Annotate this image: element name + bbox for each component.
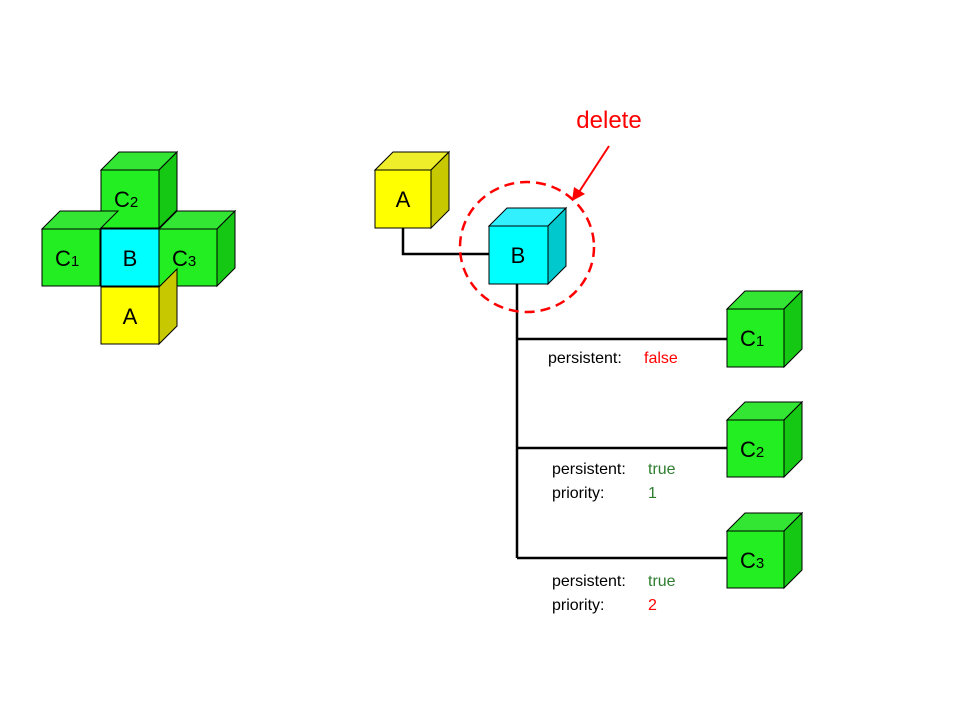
cluster-c1-label: C1 [55, 246, 79, 271]
delete-arrow [578, 145, 610, 193]
c3-priority-key: priority: [552, 597, 604, 614]
cluster-c3-label: C3 [172, 246, 196, 271]
c1-persistent-key: persistent: [548, 350, 622, 367]
c2-persistent-value: true [648, 461, 676, 478]
tree-node-c1: C1 [725, 289, 804, 369]
tree-connectors [401, 228, 727, 560]
tree-node-c3: C3 [725, 511, 804, 590]
cube-cluster: C2 C1 C3 A B [40, 150, 237, 346]
c3-persistent-value: true [648, 573, 676, 590]
c2-priority-value: 1 [648, 485, 657, 502]
cluster-b-label: B [123, 246, 138, 271]
tree-c1-label: C1 [740, 326, 764, 351]
tree-c2-label: C2 [740, 437, 764, 462]
tree-b-label: B [511, 243, 526, 268]
c2-priority-key: priority: [552, 485, 604, 502]
delete-arrowhead [572, 187, 585, 201]
c1-persistent-value: false [644, 350, 678, 367]
delete-circle [458, 180, 596, 314]
tree-a-label: A [396, 187, 411, 212]
c3-persistent-key: persistent: [552, 573, 626, 590]
connector-a-b [401, 228, 489, 256]
c3-properties: persistent: true priority: 2 [552, 573, 676, 614]
cluster-cube-c3: C3 [157, 209, 237, 288]
cluster-cube-c1: C1 [40, 210, 120, 287]
tree-node-c2: C2 [725, 400, 804, 479]
cluster-a-label: A [123, 304, 138, 329]
tree-c3-label: C3 [740, 548, 764, 573]
cluster-cube-a: A [100, 267, 178, 346]
c1-properties: persistent: false [548, 350, 678, 367]
delete-label: delete [576, 107, 641, 134]
cluster-c2-label: C2 [114, 187, 138, 212]
c2-properties: persistent: true priority: 1 [552, 461, 676, 502]
c2-persistent-key: persistent: [552, 461, 626, 478]
tree-node-b: B [487, 206, 568, 286]
c3-priority-value: 2 [648, 597, 657, 614]
cluster-cube-b: B [100, 228, 160, 287]
delete-marker: delete [458, 107, 642, 314]
tree-node-a: A [373, 150, 451, 230]
